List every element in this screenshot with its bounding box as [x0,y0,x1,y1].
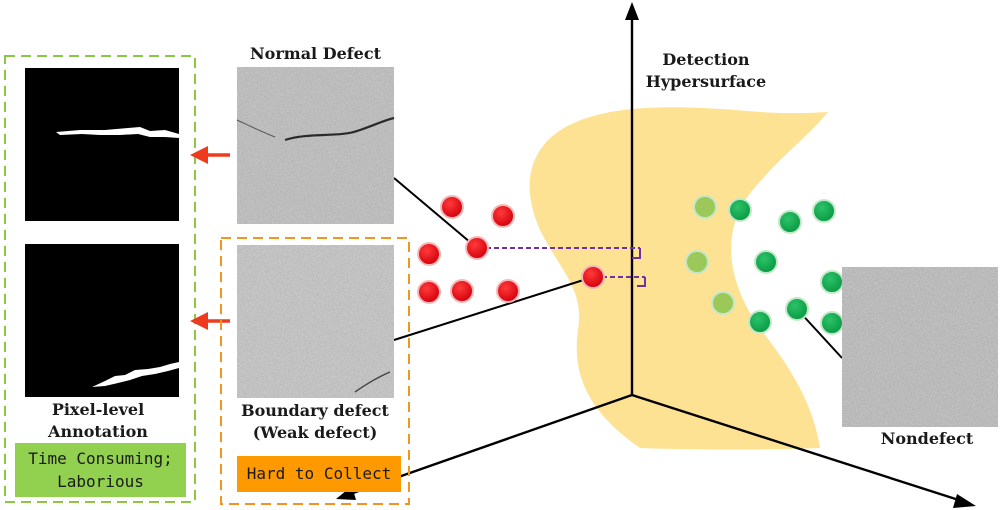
axis-arrow-icon [953,494,976,508]
defect-point [450,279,474,303]
time-consuming-line1: Time Consuming; [28,449,173,468]
nondefect-point [754,250,778,274]
pixel-level-line1: Pixel-level [51,400,145,419]
nondefect-point [820,311,844,335]
pixel-level-line2: Annotation [48,422,148,441]
nondefect-point-faded [685,250,709,274]
normal-defect-label: Normal Defect [250,44,381,63]
time-consuming-tag: Time Consuming; Laborious [15,447,186,493]
nondefect-label: Nondefect [880,429,974,448]
normal-defect-mask [25,68,179,221]
defect-points [417,195,605,304]
time-consuming-line2: Laborious [57,472,144,491]
detection-hypersurface-label: Detection Hypersurface [626,49,786,93]
time-consuming-box [15,443,186,497]
defect-point [440,195,464,219]
nondefect-point [785,297,809,321]
nondefect-points [685,195,844,335]
nondefect-image [842,267,998,427]
boundary-defect-label: Boundary defect (Weak defect) [221,400,409,444]
pixel-level-annotation-label: Pixel-level Annotation [5,399,191,443]
boundary-box [220,237,410,505]
defect-point [581,265,605,289]
detection-label-line1: Detection [662,50,750,69]
axis-arrow-icon [625,2,639,20]
nondefect-point-faded [693,195,717,219]
defect-point [465,236,489,260]
nondefect-point-faded [711,291,735,315]
boundary-defect-mask [25,244,179,397]
annotation-box [4,55,196,503]
boundary-line1: Boundary defect [241,401,389,420]
boundary-defect-image [237,245,394,398]
defect-point [491,204,515,228]
normal-defect-image [236,67,395,224]
detection-label-line2: Hypersurface [645,72,767,91]
hard-to-collect-tag: Hard to Collect [246,464,392,483]
defect-point [417,242,441,266]
nondefect-point [820,270,844,294]
detection-hypersurface [529,107,828,450]
nondefect-point [748,310,772,334]
left-arrow-icon [190,312,230,330]
defect-point [496,279,520,303]
nondefect-point [812,199,836,223]
boundary-line2: (Weak defect) [252,423,378,442]
hard-to-collect-box [237,456,401,492]
nondefect-point [778,210,802,234]
defect-point [417,280,441,304]
left-arrow-icon [190,146,230,164]
nondefect-point [728,198,752,222]
